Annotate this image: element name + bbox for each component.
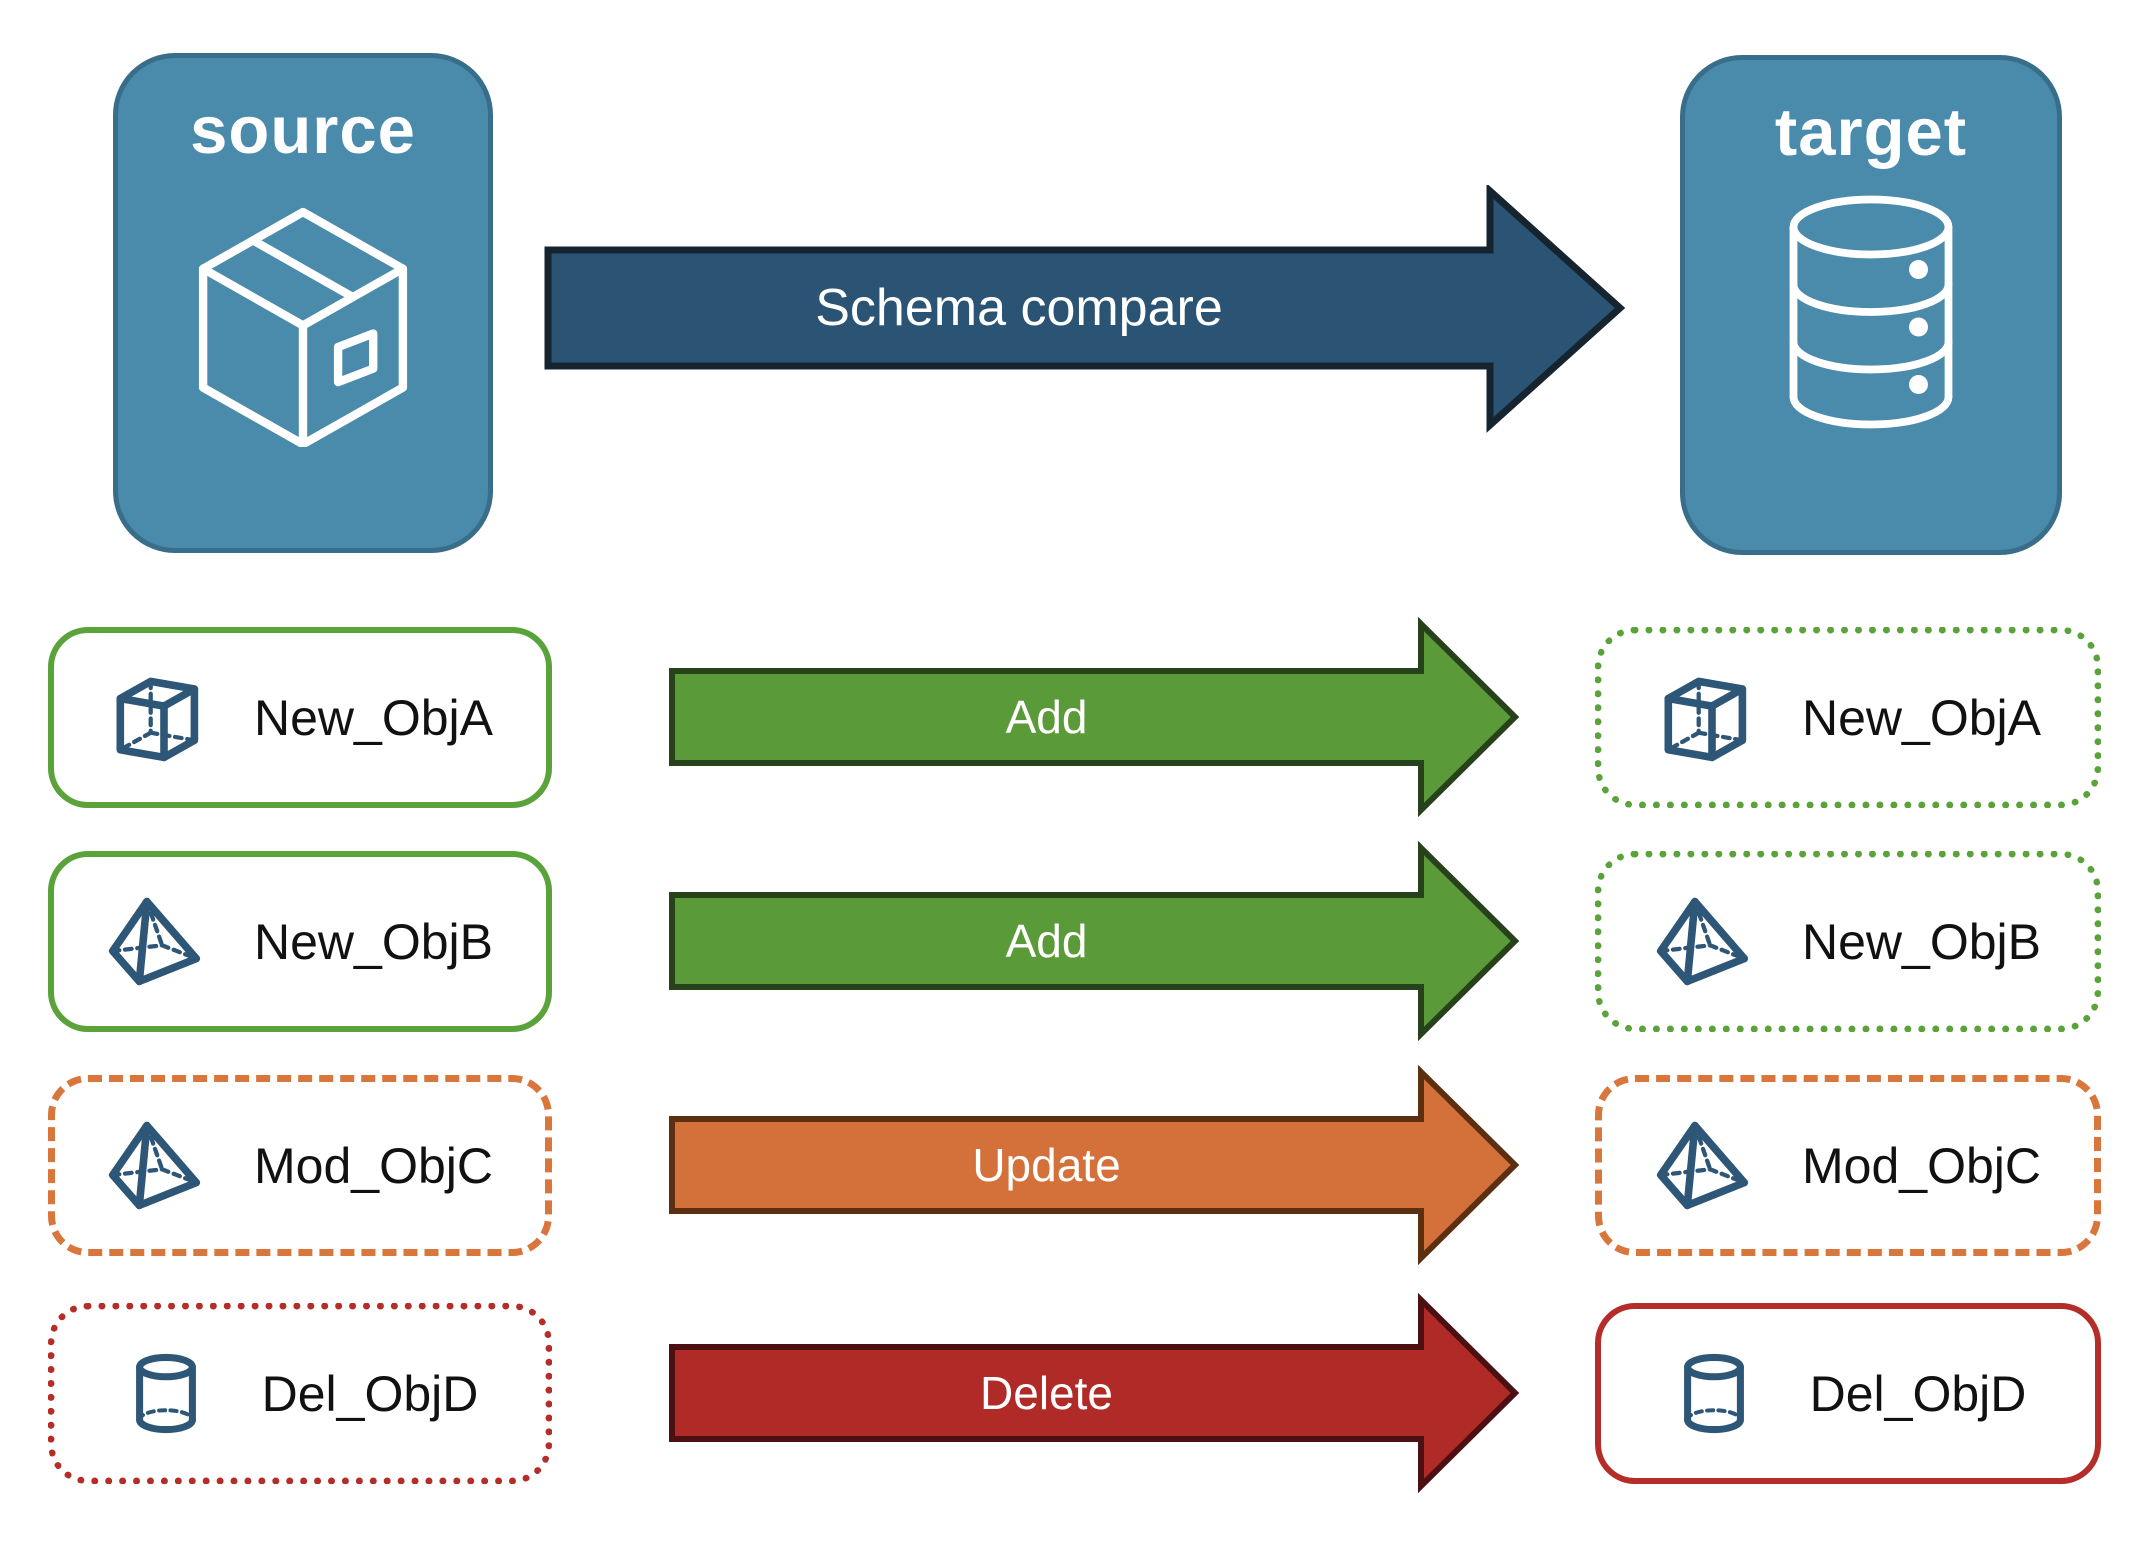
object-label: New_ObjB <box>1802 913 2041 970</box>
source-object-box-del-objd: Del_ObjD <box>48 1303 552 1484</box>
add-arrow-label: Add <box>1005 691 1088 743</box>
cylinder-icon <box>1683 1353 1744 1434</box>
source-label: source <box>190 93 416 168</box>
schema-compare-arrow-label: Schema compare <box>815 279 1223 337</box>
object-label: Mod_ObjC <box>254 1137 493 1194</box>
add-arrow <box>669 841 1520 1041</box>
source-node: source <box>113 53 493 553</box>
target-label: target <box>1774 95 1968 170</box>
object-label: New_ObjB <box>254 913 493 970</box>
target-object-box-new-objb: New_ObjB <box>1595 851 2101 1032</box>
add-arrow-label: Add <box>1005 915 1088 967</box>
pyramid-icon <box>108 897 201 986</box>
target-object-box-del-objd: Del_ObjD <box>1595 1303 2101 1484</box>
package-icon <box>198 207 408 447</box>
pyramid-icon <box>1656 1121 1749 1210</box>
pyramid-icon <box>108 1121 201 1210</box>
update-arrow <box>669 1065 1520 1265</box>
cube-icon <box>116 677 199 762</box>
target-node: target <box>1680 55 2062 555</box>
target-object-box-mod-objc: Mod_ObjC <box>1595 1075 2101 1256</box>
database-icon <box>1789 195 1953 429</box>
add-arrow <box>669 617 1520 817</box>
update-arrow-label: Update <box>972 1139 1121 1191</box>
delete-arrow <box>669 1293 1520 1493</box>
object-label: New_ObjA <box>254 689 493 746</box>
object-label: Del_ObjD <box>1809 1365 2027 1422</box>
schema-compare-arrow <box>544 185 1626 433</box>
source-object-box-mod-objc: Mod_ObjC <box>48 1075 552 1256</box>
pyramid-icon <box>1656 897 1749 986</box>
object-label: Mod_ObjC <box>1802 1137 2041 1194</box>
delete-arrow-label: Delete <box>980 1367 1113 1419</box>
object-label: New_ObjA <box>1802 689 2041 746</box>
source-object-box-new-obja: New_ObjA <box>48 627 552 808</box>
target-object-box-new-obja: New_ObjA <box>1595 627 2101 808</box>
object-label: Del_ObjD <box>261 1365 479 1422</box>
cube-icon <box>1664 677 1747 762</box>
source-object-box-new-objb: New_ObjB <box>48 851 552 1032</box>
cylinder-icon <box>135 1353 196 1434</box>
